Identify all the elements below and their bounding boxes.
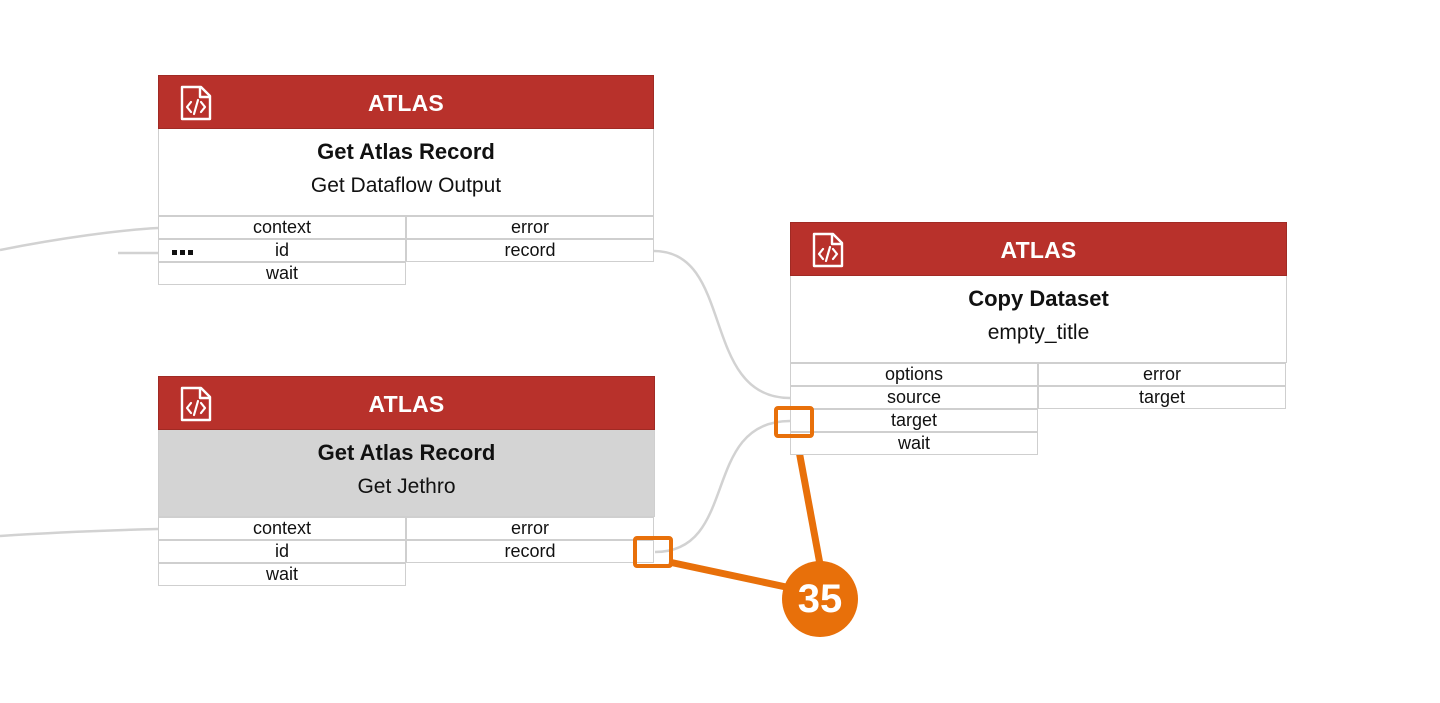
- node-get-jethro[interactable]: ATLAS Get Atlas Record Get Jethro contex…: [158, 376, 655, 586]
- output-port-target[interactable]: target: [1038, 386, 1286, 409]
- callout-number-badge: 35: [782, 561, 858, 637]
- node-title: Get Atlas Record: [317, 139, 495, 164]
- wire-record-to-source: [653, 249, 791, 400]
- callout-highlight-target-port: [774, 406, 814, 438]
- node-header[interactable]: ATLAS: [158, 75, 654, 129]
- input-port-id[interactable]: id: [158, 239, 406, 262]
- port-label: id: [274, 240, 289, 260]
- incoming-wire-context-1: [0, 226, 159, 252]
- code-file-icon: [180, 386, 212, 422]
- node-body[interactable]: Get Atlas Record Get Dataflow Output: [158, 129, 654, 216]
- node-subtitle: empty_title: [987, 321, 1090, 344]
- output-port-error[interactable]: error: [1038, 363, 1286, 386]
- node-get-dataflow-output[interactable]: ATLAS Get Atlas Record Get Dataflow Outp…: [158, 75, 654, 285]
- node-category: ATLAS: [368, 90, 444, 116]
- code-file-icon: [812, 232, 844, 268]
- code-file-icon: [180, 85, 212, 121]
- incoming-wire-context-2: [0, 527, 159, 538]
- node-header[interactable]: ATLAS: [790, 222, 1287, 276]
- node-body[interactable]: Copy Dataset empty_title: [790, 276, 1287, 363]
- node-ports: options source target wait error target: [790, 363, 1287, 455]
- node-category: ATLAS: [1000, 237, 1077, 263]
- node-title: Copy Dataset: [968, 286, 1109, 311]
- input-port-context[interactable]: context: [158, 216, 406, 239]
- output-port-error[interactable]: error: [406, 517, 654, 540]
- node-copy-dataset[interactable]: ATLAS Copy Dataset empty_title options s…: [790, 222, 1287, 455]
- node-subtitle: Get Jethro: [357, 475, 456, 498]
- input-port-id[interactable]: id: [158, 540, 406, 563]
- node-title: Get Atlas Record: [317, 440, 496, 465]
- input-port-context[interactable]: context: [158, 517, 406, 540]
- wire-record-to-target: [654, 419, 791, 554]
- callout-highlight-record-port: [633, 536, 673, 568]
- input-port-wait[interactable]: wait: [158, 563, 406, 586]
- input-port-source[interactable]: source: [790, 386, 1038, 409]
- input-port-options[interactable]: options: [790, 363, 1038, 386]
- output-port-record[interactable]: record: [406, 540, 654, 563]
- node-header[interactable]: ATLAS: [158, 376, 655, 430]
- output-port-error[interactable]: error: [406, 216, 654, 239]
- input-port-target[interactable]: target: [790, 409, 1038, 432]
- node-category: ATLAS: [368, 391, 445, 417]
- callout-leader-line: [668, 558, 801, 594]
- input-port-wait[interactable]: wait: [790, 432, 1038, 455]
- callout-leader-line: [793, 439, 826, 576]
- node-ports: context id wait error record: [158, 517, 655, 586]
- node-subtitle: Get Dataflow Output: [310, 174, 502, 197]
- node-ports: context id wait error record: [158, 216, 654, 285]
- output-port-record[interactable]: record: [406, 239, 654, 262]
- ellipsis-icon[interactable]: [172, 250, 194, 255]
- input-port-wait[interactable]: wait: [158, 262, 406, 285]
- node-body[interactable]: Get Atlas Record Get Jethro: [158, 430, 655, 517]
